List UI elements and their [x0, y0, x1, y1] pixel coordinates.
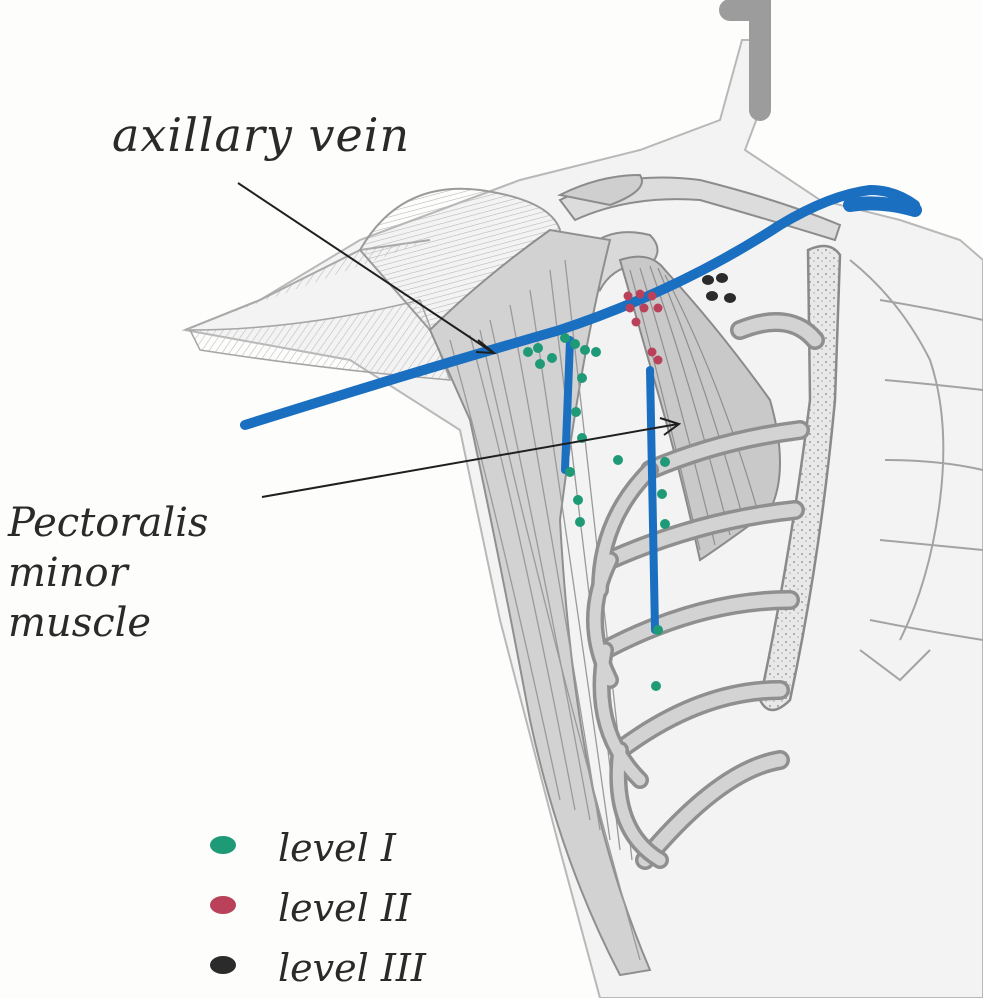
level-iii-swatch: [210, 956, 236, 974]
axillary-vein-label: axillary vein: [112, 112, 410, 158]
legend-level-iii: level III: [200, 946, 500, 998]
pectoralis-label-line2: minor muscle: [8, 548, 268, 648]
level-ii-swatch: [210, 896, 236, 914]
legend-level-i: level I: [200, 826, 500, 882]
level-ii-label: level II: [278, 886, 411, 930]
pectoralis-minor-label: Pectoralis minor muscle: [8, 498, 268, 648]
legend-level-ii: level II: [200, 886, 500, 942]
pectoralis-label-line1: Pectoralis: [8, 498, 268, 548]
level-i-swatch: [210, 836, 236, 854]
level-iii-label: level III: [278, 946, 426, 990]
level-i-label: level I: [278, 826, 396, 870]
